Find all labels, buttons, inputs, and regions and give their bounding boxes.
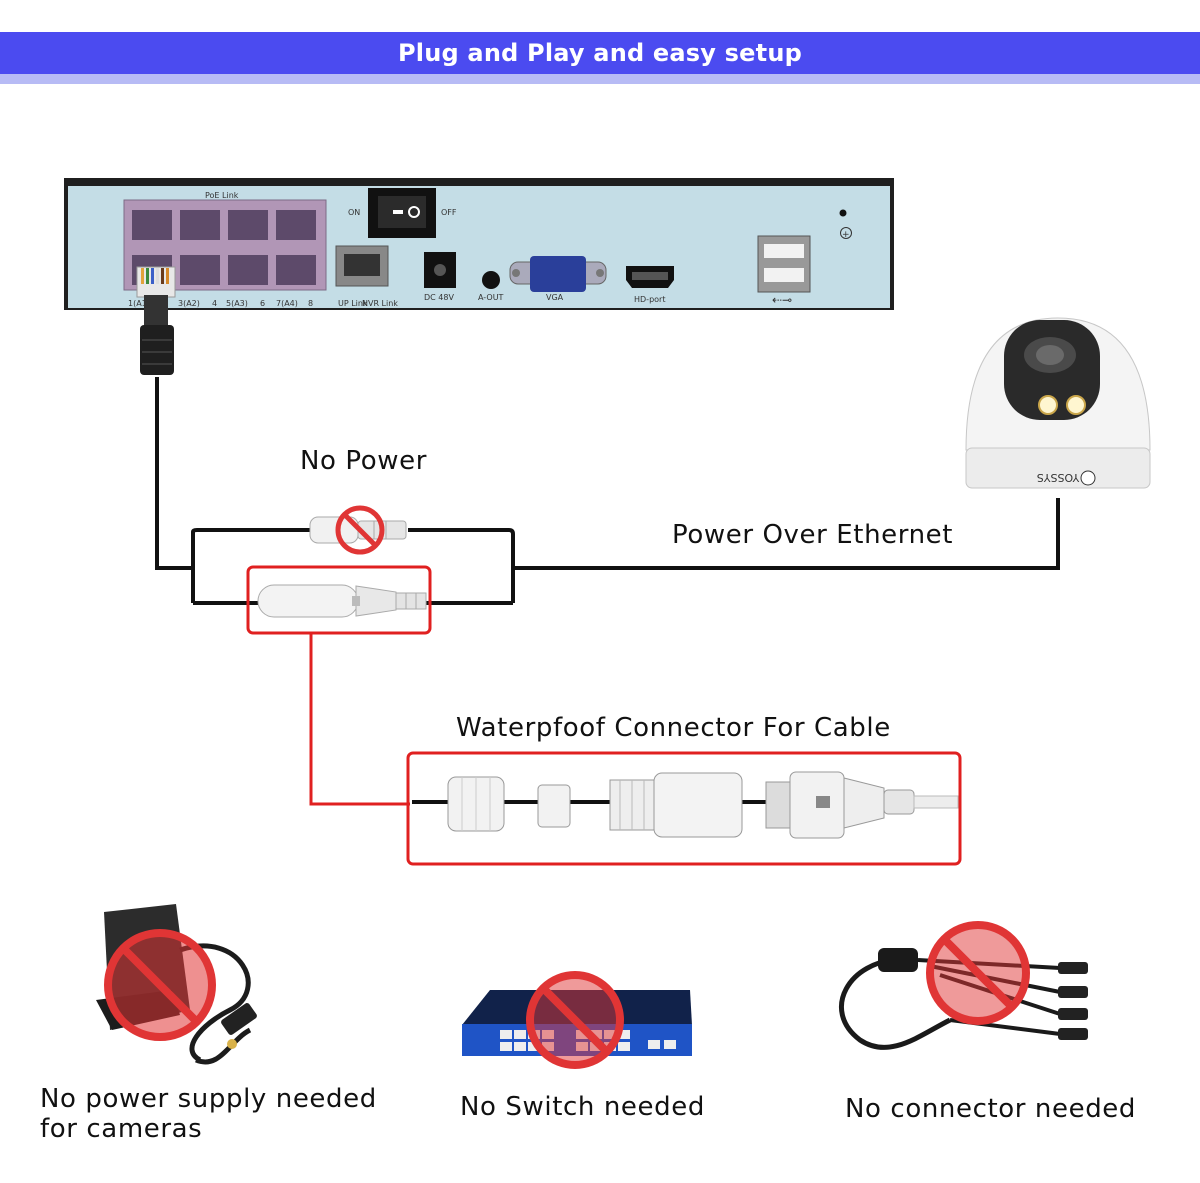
no-power-label: No Power bbox=[300, 446, 428, 476]
nvr-back-panel: PoE Link 1(A1) 2 3(A2) 4 5(A3) 6 7(A4) 8… bbox=[64, 178, 894, 310]
power-adapter-prohibit-icon bbox=[104, 929, 216, 1041]
hd-label: HD-port bbox=[634, 295, 665, 304]
vga-label: VGA bbox=[546, 293, 564, 302]
poe-link-label: PoE Link bbox=[205, 191, 239, 200]
usb-icon: ⇠⊸ bbox=[772, 293, 792, 307]
switch-on-label: ON bbox=[348, 208, 360, 217]
port-label-7: 7(A4) bbox=[276, 299, 298, 308]
power-supply-caption: No power supply needed for cameras bbox=[40, 1084, 420, 1144]
waterproof-connector-parts bbox=[447, 771, 959, 839]
poe-label: Power Over Ethernet bbox=[672, 520, 954, 550]
ground-icon bbox=[840, 227, 852, 239]
power-supply-line2: for cameras bbox=[40, 1114, 203, 1144]
splitter-prohibit-icon bbox=[926, 921, 1030, 1025]
waterproof-cable-highlight bbox=[246, 565, 962, 866]
pigtail-connector bbox=[257, 584, 427, 618]
waterproof-label: Waterpfoof Connector For Cable bbox=[456, 713, 891, 743]
audio-out-jack bbox=[482, 271, 500, 289]
dome-camera: YOSSYS bbox=[965, 317, 1151, 489]
poe-switch-prohibit-icon bbox=[526, 971, 624, 1069]
port-label-1: 1(A1) bbox=[128, 299, 150, 308]
banner-title: Plug and Play and easy setup bbox=[397, 39, 802, 67]
port-label-3: 3(A2) bbox=[178, 299, 200, 308]
power-supply-line1: No power supply needed bbox=[40, 1084, 377, 1114]
uplink-label: UP Link bbox=[338, 299, 368, 308]
no-power-prohibit-icon bbox=[335, 505, 385, 555]
port-label-6: 6 bbox=[260, 299, 265, 308]
camera-brand: YOSSYS bbox=[1037, 471, 1080, 484]
camera-logo-icon bbox=[1080, 470, 1096, 486]
reset-hole bbox=[839, 209, 847, 217]
connector-caption: No connector needed bbox=[845, 1094, 1137, 1124]
switch-off-label: OFF bbox=[441, 208, 457, 217]
dc-label: DC 48V bbox=[424, 293, 454, 302]
aout-label: A-OUT bbox=[478, 293, 504, 302]
port-label-5: 5(A3) bbox=[226, 299, 248, 308]
port-label-4: 4 bbox=[212, 299, 217, 308]
port-label-8: 8 bbox=[308, 299, 313, 308]
title-banner: Plug and Play and easy setup bbox=[0, 32, 1200, 84]
switch-caption: No Switch needed bbox=[460, 1092, 705, 1122]
rj45-plug bbox=[136, 266, 176, 375]
nvr-link-label: NVR Link bbox=[362, 299, 398, 308]
svg-text:+: + bbox=[842, 230, 850, 240]
